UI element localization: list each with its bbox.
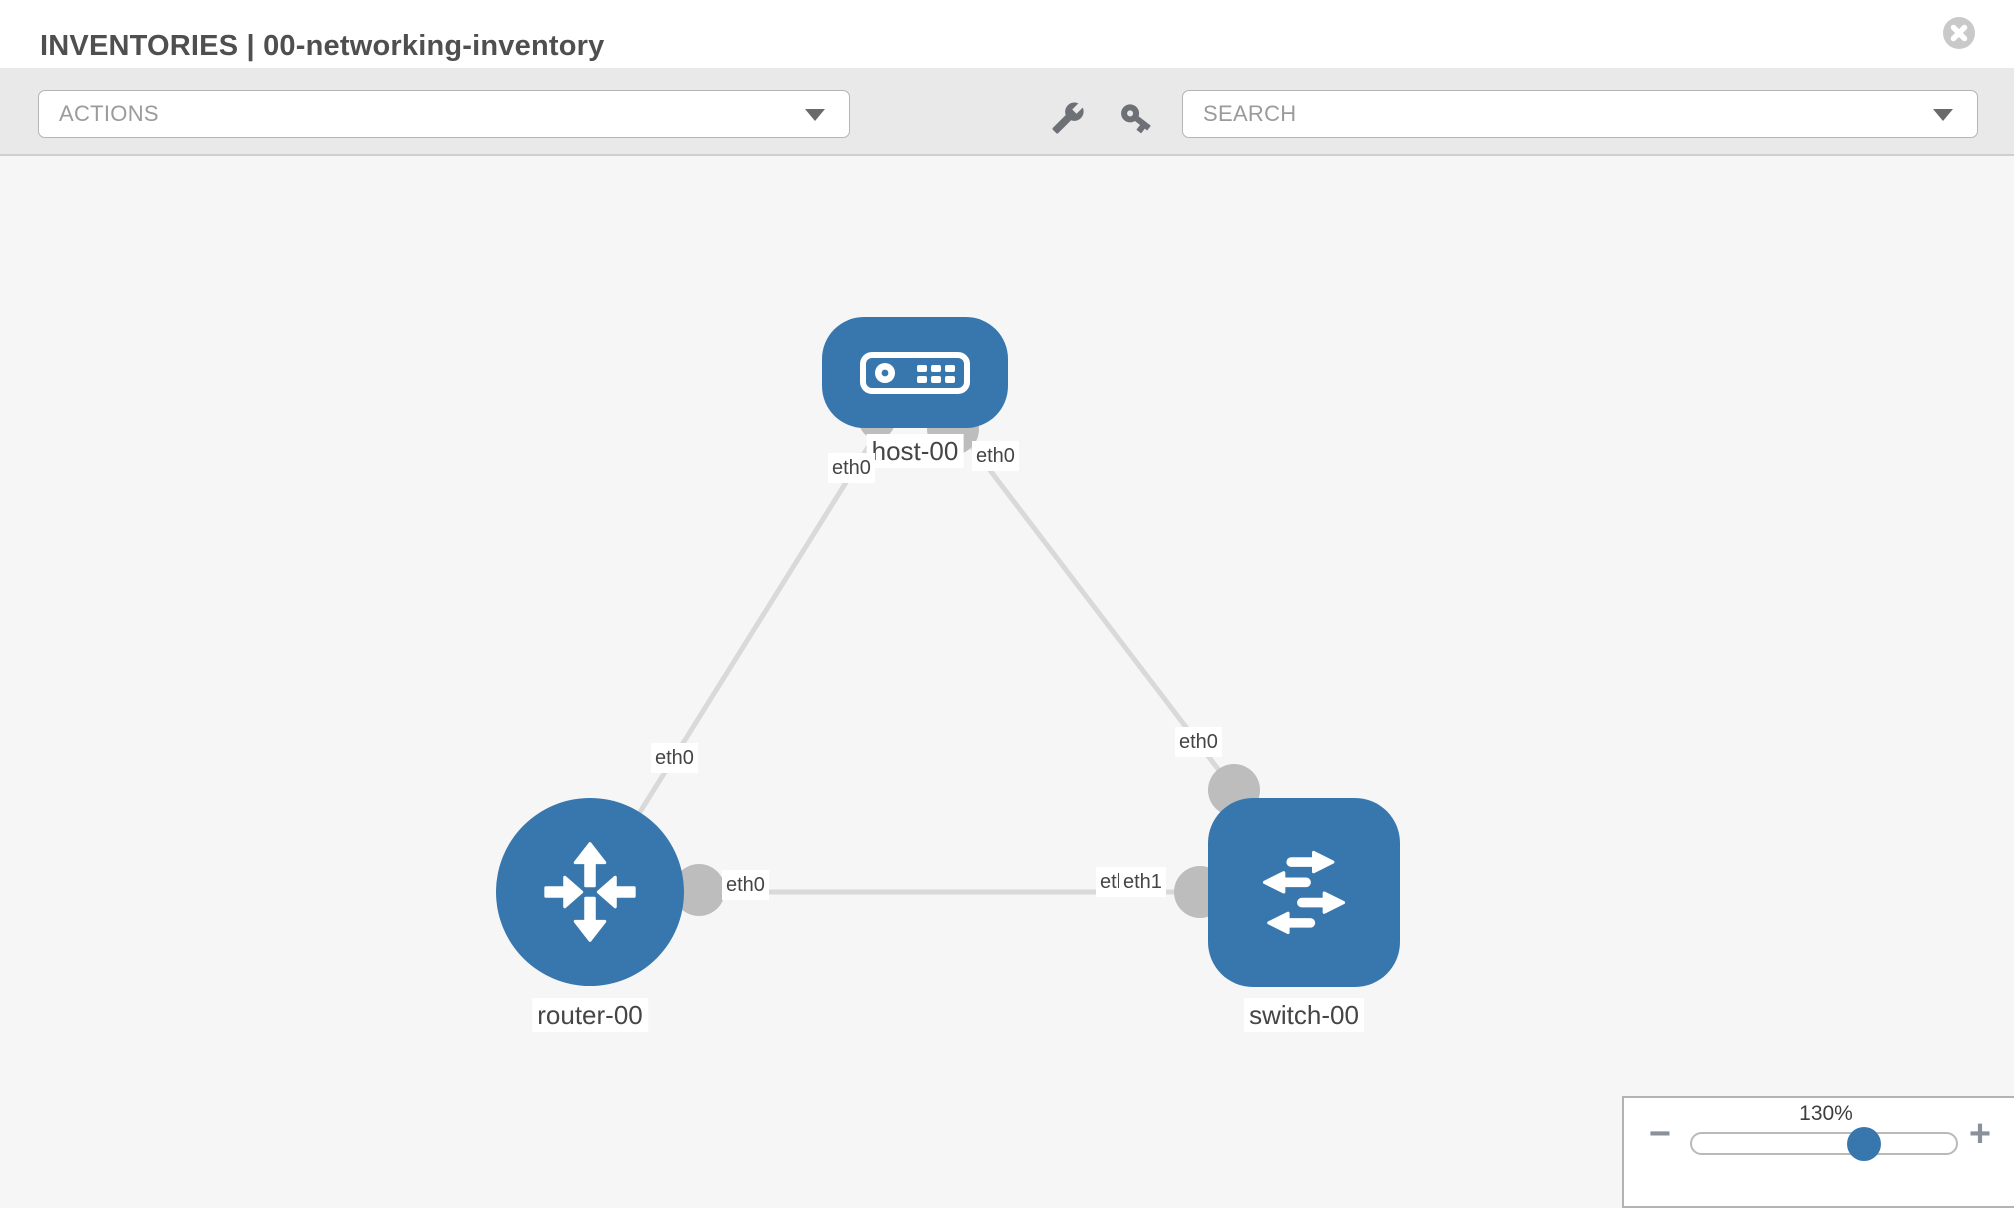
if-label-host-right: eth0 [972,441,1019,471]
close-icon[interactable] [1943,17,1975,49]
topology-canvas[interactable] [0,158,2014,1200]
zoom-panel: 130% − + [1622,1096,2014,1208]
wrench-glyph [1052,102,1084,134]
node-router-00[interactable] [496,798,684,986]
panel-header: INVENTORIES | 00-networking-inventory [0,0,2014,68]
router-arrows-icon [544,842,636,942]
chevron-down-icon [805,109,825,121]
key-glyph [1121,104,1151,134]
if-label-router-uplink: eth0 [651,743,698,773]
actions-dropdown-label: ACTIONS [59,101,159,126]
host-device-icon [860,351,970,394]
search-dropdown[interactable]: SEARCH [1182,90,1978,138]
wrench-icon[interactable] [1046,96,1090,140]
x-glyph [1950,24,1968,42]
zoom-in-button[interactable]: + [1968,1113,1992,1155]
zoom-slider-track[interactable] [1690,1127,1958,1161]
search-dropdown-label: SEARCH [1203,101,1297,126]
node-host-00[interactable] [822,317,1008,428]
zoom-out-button[interactable]: − [1648,1113,1672,1155]
actions-dropdown[interactable]: ACTIONS [38,90,850,138]
node-label-router: router-00 [532,998,648,1032]
if-label-switch-uplink: eth0 [1175,727,1222,757]
port-router-eth0[interactable] [673,864,725,916]
if-label-switch-eth1: eth1 [1119,867,1166,897]
if-label-host-left: eth0 [828,453,875,483]
if-label-router-east: eth0 [722,870,769,900]
node-switch-00[interactable] [1208,798,1400,987]
key-icon[interactable] [1114,96,1158,140]
chevron-down-icon [1933,109,1953,121]
node-label-switch: switch-00 [1244,998,1364,1032]
node-label-host: host-00 [866,434,964,468]
zoom-level-value: 130% [1799,1102,1853,1125]
zoom-slider-handle[interactable] [1847,1127,1881,1161]
page-title: INVENTORIES | 00-networking-inventory [40,30,605,62]
switch-arrows-icon [1262,850,1346,934]
